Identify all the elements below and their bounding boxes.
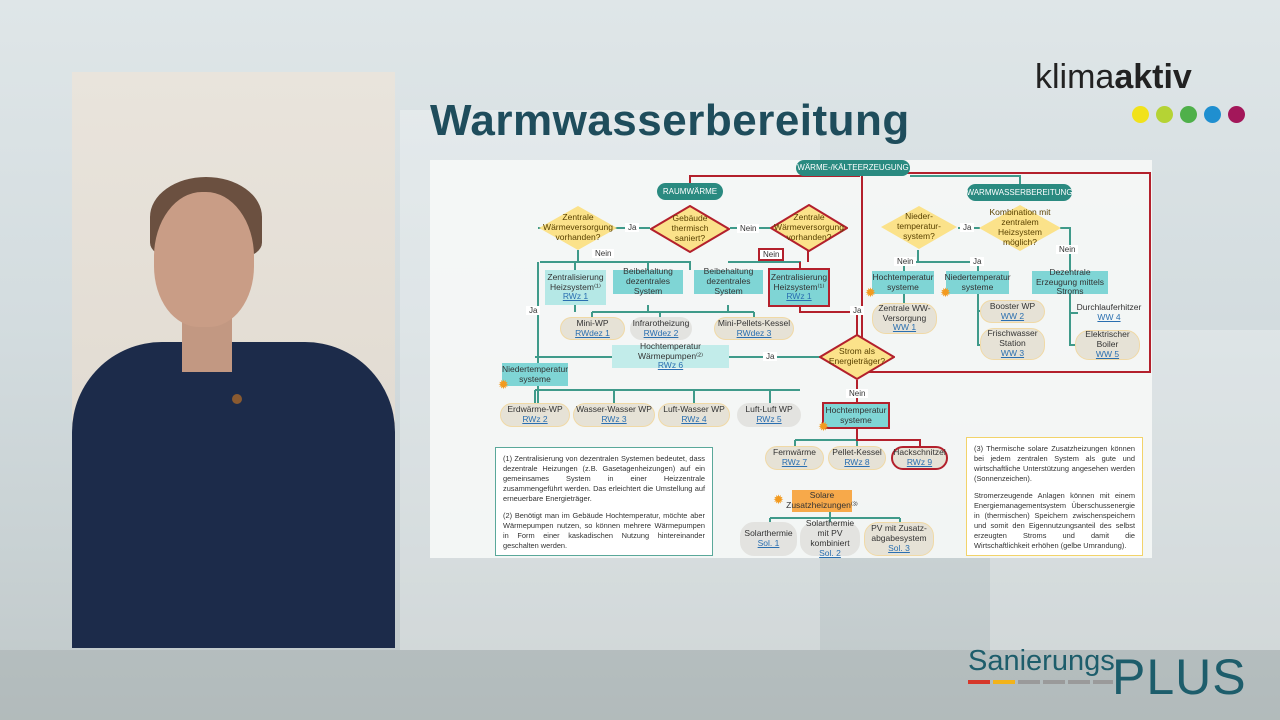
solare-zusatzheizungen: Solare Zusatzheizungen⁽³⁾ xyxy=(786,490,858,512)
decision-saniert: Gebäude thermisch saniert? xyxy=(671,213,709,243)
decision-kombination: Kombination mit zentralem Heizsystem mög… xyxy=(989,207,1051,247)
label-ja: Ja xyxy=(970,257,985,266)
slide-title: Warmwasserbereitung xyxy=(430,96,910,145)
footnote-1-2: (1) Zentralisierung von dezentralen Syst… xyxy=(495,447,713,556)
warmwasser-node: WARMWASSERBEREITUNG xyxy=(966,184,1073,201)
decision-diamond xyxy=(650,205,730,253)
ww-dezentral: Dezentrale Erzeugung mittels Stroms xyxy=(1032,267,1108,296)
label-nein: Nein xyxy=(894,257,917,266)
label-ja: Ja xyxy=(850,306,865,315)
label-nein: Nein xyxy=(846,389,869,398)
decision-niedertemperatur: Nieder-temperatur-system? xyxy=(897,211,941,241)
ww-niedertemperatur: Niedertemperatur systeme xyxy=(944,271,1011,294)
decision-diamond xyxy=(770,204,848,252)
zentralisierung-right: Zentralisierung Heizsystem⁽¹⁾RWz 1 xyxy=(768,268,830,307)
logo-dot xyxy=(1132,106,1149,123)
logo-dot xyxy=(1156,106,1173,123)
decision-central-right: Zentrale Wärmeversorgung vorhanden? xyxy=(774,212,844,242)
raumwaerme-node: RAUMWÄRME xyxy=(657,183,723,200)
beibehaltung-right: Beibehaltung dezentrales System xyxy=(694,266,763,296)
label-ja: Ja xyxy=(625,223,640,232)
sun-icon: ✹ xyxy=(498,377,509,392)
root-node: WÄRME-/KÄLTEERZEUGUNG xyxy=(796,160,910,176)
decision-central-left: Zentrale Wärmeversorgung vorhanden? xyxy=(543,212,613,242)
label-nein: Nein xyxy=(1056,245,1079,254)
label-nein: Nein xyxy=(592,249,615,258)
ht-waermepumpen: Hochtemperatur Wärmepumpen⁽²⁾RWz 6 xyxy=(612,341,729,370)
label-ja: Ja xyxy=(960,223,975,232)
beibehaltung-left: Beibehaltung dezentrales System xyxy=(613,266,683,296)
logo-dot xyxy=(1180,106,1197,123)
label-ja: Ja xyxy=(763,352,778,361)
decision-diamond xyxy=(539,206,617,250)
sun-icon: ✹ xyxy=(818,419,829,434)
hochtemperatur-raum: Hochtemperatur systeme xyxy=(822,402,890,429)
sun-icon: ✹ xyxy=(940,285,951,300)
sun-icon: ✹ xyxy=(773,492,784,507)
zentralisierung-left: Zentralisierung Heizsystem⁽¹⁾RWz 1 xyxy=(545,270,606,305)
footnote-3: (3) Thermische solare Zusatzheizungen kö… xyxy=(966,437,1143,556)
decision-diamond xyxy=(881,206,957,249)
decision-diamond xyxy=(979,205,1061,251)
sun-icon: ✹ xyxy=(865,285,876,300)
link-rwz1[interactable]: RWz 1 xyxy=(786,291,812,302)
decision-strom: Strom als Energieträger? xyxy=(828,346,886,366)
logo-dot xyxy=(1204,106,1221,123)
label-ja: Ja xyxy=(526,306,541,315)
logo-dot xyxy=(1228,106,1245,123)
sanierungsplus-logo-word: Sanierungs xyxy=(968,645,1115,677)
label-nein: Nein xyxy=(757,248,785,261)
sanierungsplus-logo-plus: PLUS xyxy=(1112,649,1247,705)
ww-hochtemperatur: Hochtemperatur systeme xyxy=(872,271,934,294)
label-nein: Nein xyxy=(737,224,760,233)
decision-diamond xyxy=(819,334,895,380)
klimaaktiv-logo: klimaaktiv xyxy=(1035,58,1192,96)
link-rwz1[interactable]: RWz 1 xyxy=(562,291,589,302)
niedertemperatur-raum: Niedertemperatur systeme xyxy=(502,363,568,386)
presenter-video xyxy=(72,72,395,648)
